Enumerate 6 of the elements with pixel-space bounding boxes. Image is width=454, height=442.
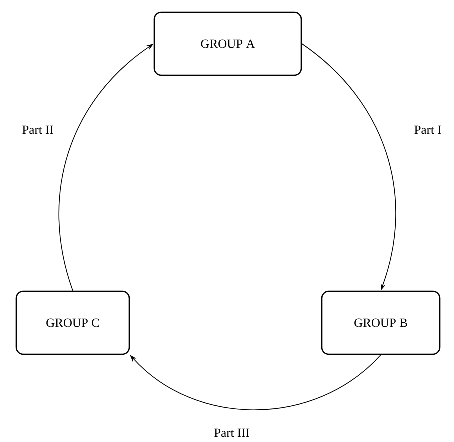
edge-label: Part II (21, 124, 55, 136)
group-box: GROUP B (321, 290, 441, 356)
edge-label: Part I (413, 124, 443, 136)
group-box: GROUP C (16, 290, 130, 356)
edge-label: Part III (213, 428, 251, 438)
group-box: GROUP A (154, 12, 302, 76)
